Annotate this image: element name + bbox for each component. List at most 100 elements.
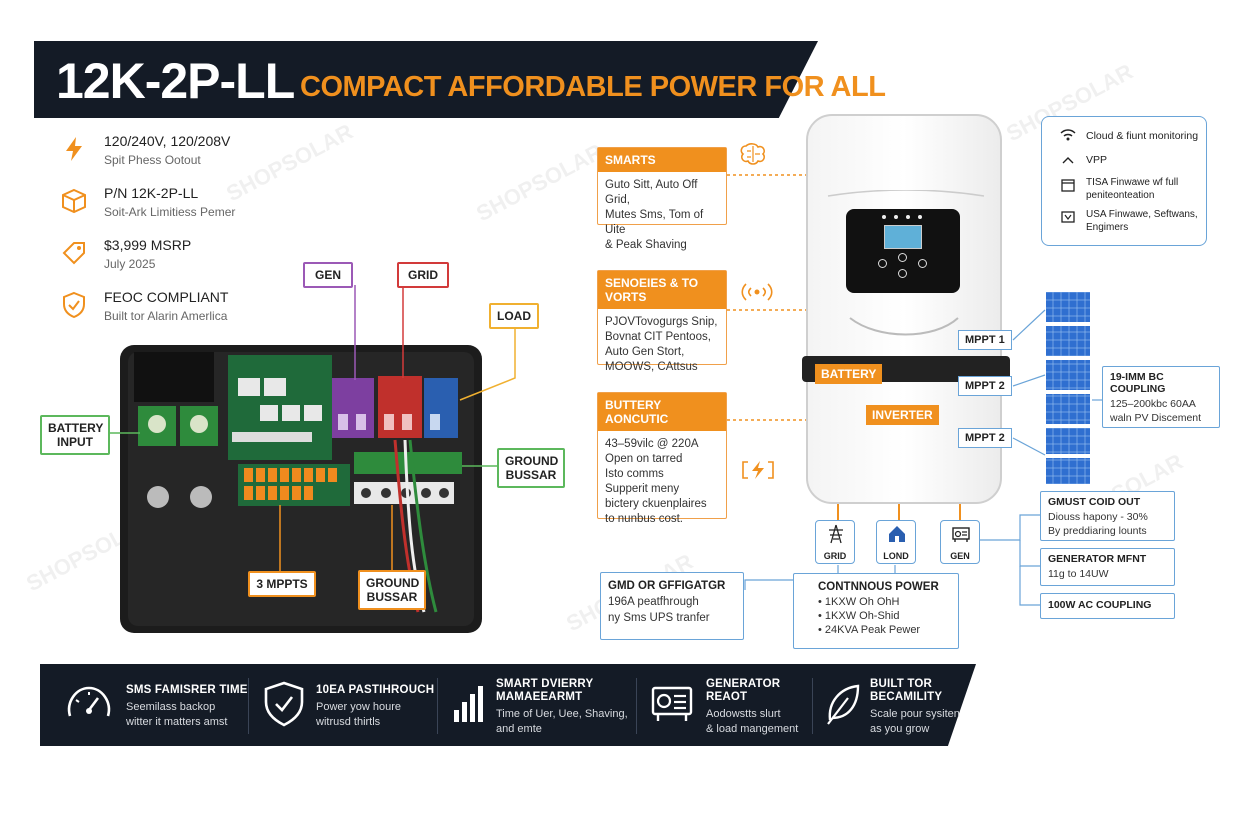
right-box: 100W AC COUPLING (1040, 593, 1175, 619)
generator-icon (952, 527, 970, 542)
shield-check-icon (264, 681, 304, 727)
right-box: GENERATOR MFNT 11g to 14UW (1040, 548, 1175, 586)
spec-sub: July 2025 (104, 257, 156, 271)
bar-chart-icon (454, 686, 483, 722)
inverter-swoosh (849, 317, 959, 336)
lightning-icon (66, 137, 82, 161)
output-label: LOND (883, 551, 909, 561)
gmd-title: GMD OR GFFIGATGR (608, 580, 726, 592)
spec-main: $3,999 MSRP (104, 237, 192, 253)
feature-title: GENERATOR REAOT (706, 678, 781, 703)
sensor-icon (741, 283, 773, 301)
right-box: GMUST COID OUT Diouss hapony - 30% By pr… (1040, 491, 1175, 541)
divider (248, 678, 249, 734)
gmd-box: GMD OR GFFIGATGR 196A peatfhrough ny Sms… (600, 572, 744, 640)
mppt-label: MPPT 1 (958, 330, 1012, 350)
feature-title: 10EA PASTIHROUCH (316, 684, 435, 696)
grid-label: GRID (397, 262, 449, 288)
feature-body: Seemilass backop witter it matters amst (126, 701, 228, 728)
wiring-board (108, 285, 516, 633)
sensors-title: SENOEIES & TO VORTS (598, 271, 726, 309)
solar-panels (1046, 292, 1090, 484)
bottom-feature-bar (40, 664, 976, 746)
mppt-label: MPPT 2 (958, 376, 1012, 396)
battery-title: BUTTERY AONCUTIC (598, 393, 726, 431)
status-led (918, 215, 922, 219)
feature-text: TISA Finwawe wf full peniteonteation (1086, 177, 1179, 201)
continuous-power-box: CONTNNOUS POWER • 1KXW Oh OhH • 1KXW Oh-… (793, 573, 959, 649)
features-box: Cloud & fiunt monitoring VPP TISA Finwaw… (1041, 116, 1207, 246)
spec-sub: Built tor Alarin Amerlica (104, 309, 228, 323)
right-box-title: GMUST COID OUT (1048, 496, 1141, 508)
output-label: GEN (950, 551, 970, 561)
watermark: SHOPSOLAR (222, 118, 357, 207)
brain-icon (740, 143, 765, 165)
spec-sub: Soit-Ark Limitiess Pemer (104, 205, 236, 219)
leaf-icon (827, 684, 860, 725)
status-led (894, 215, 898, 219)
output-grid: GRID (815, 520, 855, 564)
down-button[interactable] (898, 269, 907, 278)
flag-icon (1061, 211, 1075, 223)
wifi-icon (1060, 129, 1076, 141)
enter-button[interactable] (918, 259, 927, 268)
menu-button[interactable] (878, 259, 887, 268)
shield-check-icon (63, 291, 85, 319)
display-screen (884, 225, 922, 249)
mppts-label: 3 MPPTS (248, 571, 316, 597)
generator-icon (651, 686, 693, 721)
sensors-box: SENOEIES & TO VORTS PJOVTovogurgs Snip, … (597, 270, 727, 373)
dc-coupling-body: 125–200kbc 60AA waln PV Discement (1110, 398, 1202, 424)
grid-tower-icon (829, 524, 843, 544)
battery-input-label: BATTERY INPUT (40, 415, 110, 455)
inverter-tag: INVERTER (866, 405, 939, 425)
feature-body: Scale pour sysiten as you grow (870, 708, 960, 735)
status-led (882, 215, 886, 219)
home-icon (889, 526, 905, 542)
output-gen: GEN (940, 520, 980, 564)
calendar-icon (1061, 179, 1075, 192)
box-icon (62, 188, 86, 214)
dc-coupling-box: 19-IMM BC COUPLING 125–200kbc 60AA waln … (1102, 366, 1220, 428)
inverter-swoosh (827, 190, 985, 197)
inverter-unit (802, 114, 1010, 504)
battery-box: BUTTERY AONCUTIC 43–59vilc @ 220A Open o… (597, 392, 727, 525)
output-load: LOND (876, 520, 916, 564)
smarts-title: SMARTS (598, 148, 726, 172)
feature-title: BUILT TOR BECAMILITY (870, 678, 943, 703)
up-button[interactable] (898, 253, 907, 262)
feature-title: SMS FAMISRER TIME (126, 684, 248, 696)
divider (437, 678, 438, 734)
smarts-box: SMARTS Guto Sitt, Auto Off Grid, Mutes S… (597, 147, 727, 251)
divider (636, 678, 637, 734)
feature-text: Cloud & fiunt monitoring (1086, 130, 1199, 142)
right-box-body: Diouss hapony - 30% By preddiaring lount… (1048, 511, 1148, 537)
header-bar (34, 41, 818, 118)
battery-charge-icon (742, 461, 774, 479)
spec-main: FEOC COMPLIANT (104, 289, 229, 305)
ground-bussar-right-label: GROUND BUSSAR (497, 448, 565, 488)
status-led (906, 215, 910, 219)
model-title: 12K-2P-LL (56, 53, 295, 109)
smarts-body: Guto Sitt, Auto Off Grid, Mutes Sms, Tom… (605, 179, 704, 251)
sensors-body: PJOVTovogurgs Snip, Bovnat CIT Pentoos, … (605, 316, 718, 373)
watermark: SHOPSOLAR (472, 138, 607, 227)
feature-text: USA Finwawe, Seftwans, Engimers (1086, 209, 1198, 233)
gmd-body: 196A peatfhrough ny Sms UPS tranfer (608, 596, 710, 624)
spec-main: 120/240V, 120/208V (104, 133, 231, 149)
battery-body: 43–59vilc @ 220A Open on tarred Isto com… (605, 438, 707, 525)
dc-coupling-title: 19-IMM BC COUPLING (1110, 371, 1166, 395)
feature-text: VPP (1086, 154, 1108, 166)
right-box-title: 100W AC COUPLING (1048, 599, 1152, 611)
ground-bussar-bottom-label: GROUND BUSSAR (358, 570, 426, 610)
battery-tag: BATTERY (815, 364, 883, 384)
feature-body: Time of Uer, Uee, Shaving, and emte (496, 708, 628, 735)
gen-label: GEN (303, 262, 353, 288)
continuous-title: CONTNNOUS POWER (818, 581, 939, 593)
tagline: COMPACT AFFORDABLE POWER FOR ALL (300, 71, 886, 103)
price-tag-icon (62, 242, 85, 265)
spec-sub: Spit Phess Ootout (104, 153, 201, 167)
continuous-body: • 1KXW Oh OhH • 1KXW Oh-Shid • 24KVA Pea… (818, 596, 921, 636)
chevron-icon (1062, 157, 1074, 164)
mppt-label: MPPT 2 (958, 428, 1012, 448)
